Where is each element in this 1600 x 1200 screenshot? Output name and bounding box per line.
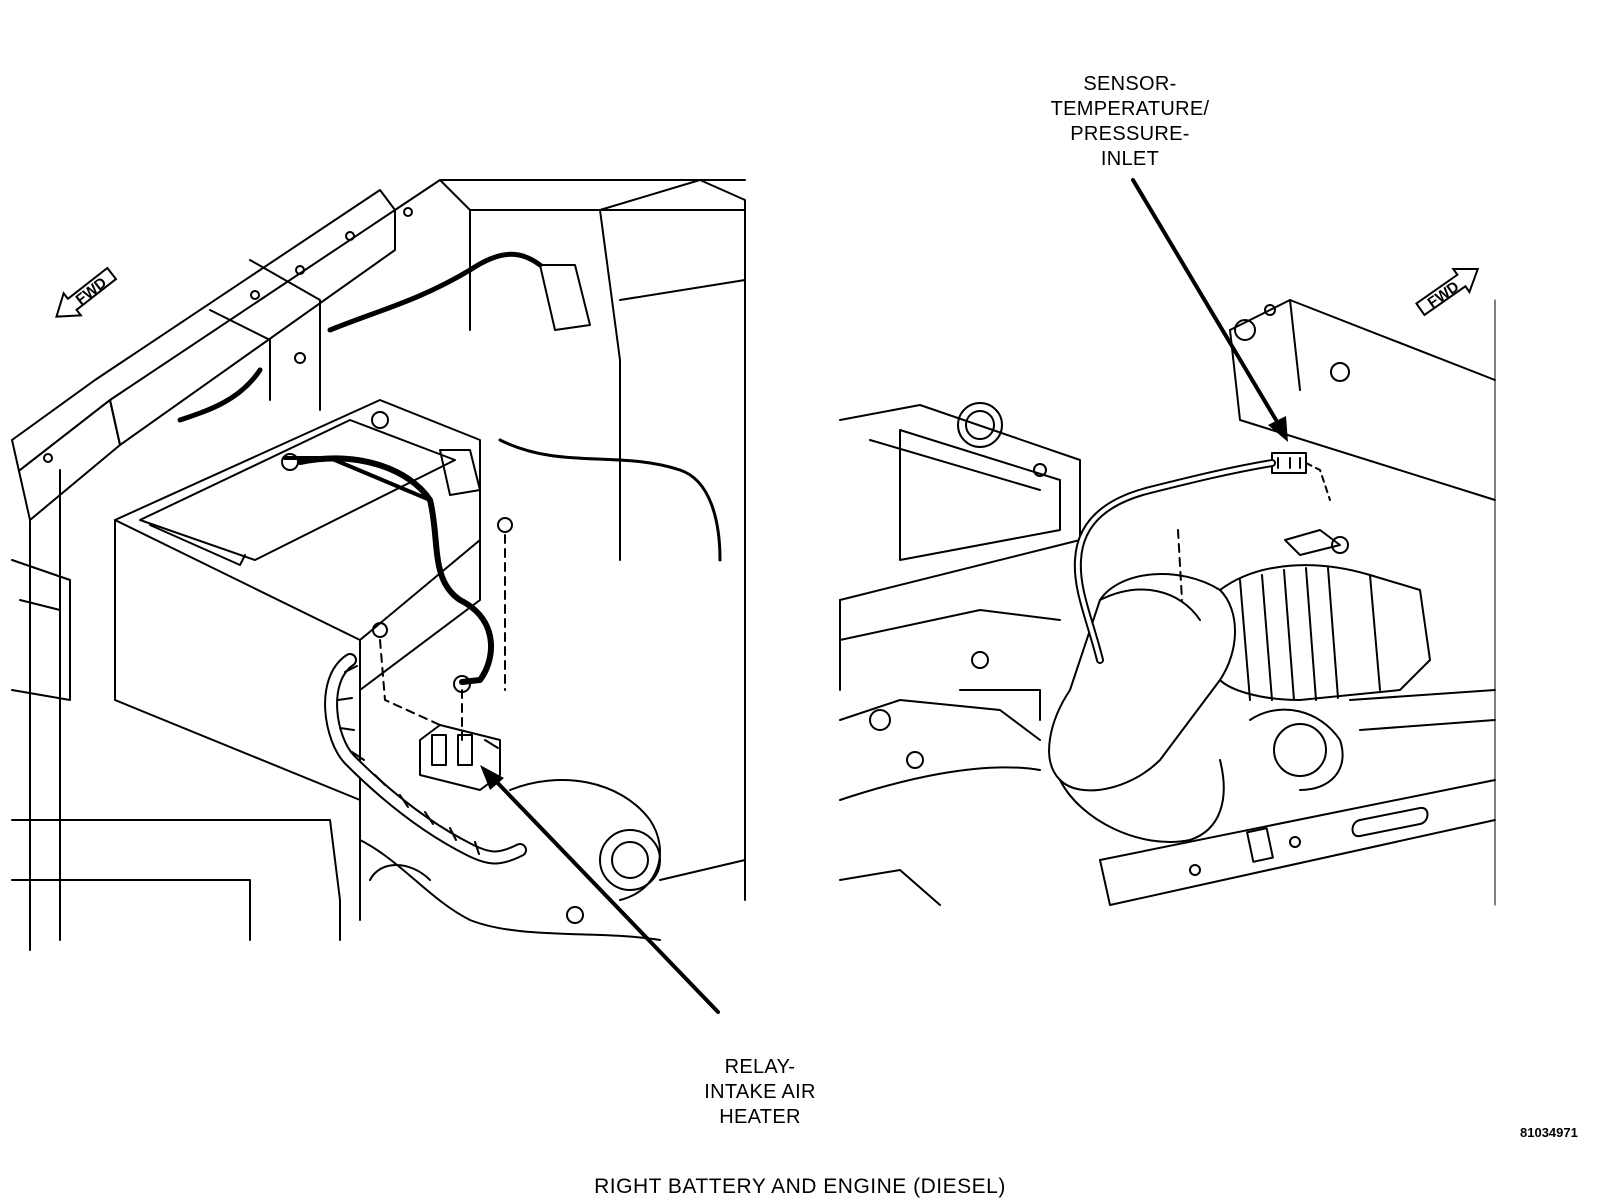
sensor-callout-label: SENSOR- TEMPERATURE/ PRESSURE- INLET — [1050, 73, 1210, 170]
fwd-arrow-icon: FWD — [55, 266, 118, 318]
relay-arrowhead — [480, 765, 504, 790]
sensor-arrowhead — [1268, 416, 1288, 442]
relay-callout-arrow — [488, 773, 720, 1014]
battery-icon — [114, 399, 481, 921]
fwd-arrow-icon: FWD — [1415, 268, 1480, 317]
relay-callout-label: RELAY- INTAKE AIR HEATER — [704, 1056, 816, 1128]
connector-icon — [1271, 452, 1307, 474]
figure-caption: RIGHT BATTERY AND ENGINE (DIESEL) — [594, 1175, 1006, 1198]
sensor-callout-arrow — [1131, 178, 1284, 432]
left-illustration — [11, 179, 746, 951]
right-illustration — [839, 299, 1496, 906]
callout-arrows — [488, 178, 1284, 1014]
figure-number: 81034971 — [1520, 1125, 1578, 1140]
